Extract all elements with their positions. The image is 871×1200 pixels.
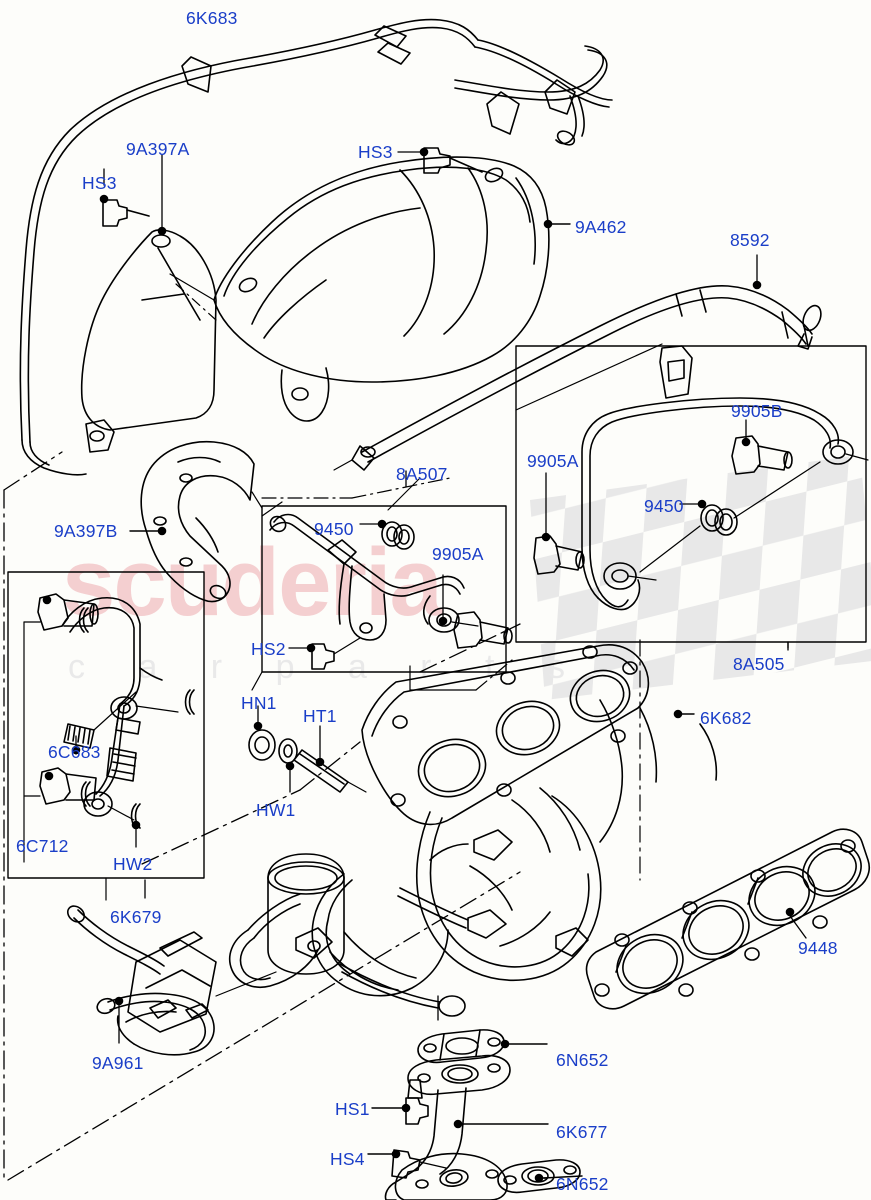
part-label-hw2: HW2 (113, 854, 153, 874)
part-label-6n652-top: 6N652 (556, 1050, 609, 1070)
part-label-ht1: HT1 (303, 706, 337, 726)
part-hw1-washer (278, 738, 298, 793)
part-label-6k683: 6K683 (186, 8, 238, 28)
part-9448-gasket (585, 828, 870, 1010)
part-label-9450-right: 9450 (644, 496, 684, 516)
part-label-9450-left: 9450 (314, 519, 354, 539)
part-6k683-pipe (19, 18, 613, 476)
part-label-hw1: HW1 (256, 800, 296, 820)
part-6k679-vacuum-hose (66, 879, 277, 1056)
part-label-8a505: 8A505 (733, 654, 785, 674)
part-9a397b-duct (129, 440, 255, 603)
part-6c712-oil-pipe (37, 593, 195, 848)
part-6k677-drain-pipe (367, 995, 583, 1200)
part-label-hs4: HS4 (330, 1149, 365, 1169)
part-label-hn1: HN1 (241, 693, 277, 713)
part-label-9a397b: 9A397B (54, 521, 118, 541)
part-label-hs3-manifold: HS3 (358, 142, 393, 162)
part-label-9a462: 9A462 (575, 217, 627, 237)
part-hn1-nut (248, 705, 276, 761)
inset-box-8a507 (251, 470, 513, 691)
part-label-9448: 9448 (798, 938, 838, 958)
inset-box-8a505 (515, 343, 867, 643)
part-label-6n652-bottom: 6N652 (556, 1174, 609, 1194)
part-label-6c712: 6C712 (16, 836, 69, 856)
inset-box-6c712 (7, 571, 205, 901)
part-label-9a961: 9A961 (92, 1053, 144, 1073)
part-label-8592: 8592 (730, 230, 770, 250)
part-8592-hose (333, 254, 822, 471)
part-label-9905a-left: 9905A (432, 544, 484, 564)
part-label-9905a-right: 9905A (527, 451, 579, 471)
part-label-hs2: HS2 (251, 639, 286, 659)
part-ht1-stud (293, 725, 367, 793)
part-6k682-turbocharger (228, 639, 718, 1017)
part-label-hs3-bracket: HS3 (82, 173, 117, 193)
part-8a505-pipe-assembly (533, 345, 869, 651)
part-label-6c683: 6C683 (48, 742, 101, 762)
part-label-hs1: HS1 (335, 1099, 370, 1119)
part-hs3-screw-left (99, 168, 150, 227)
part-8a507-pipe (269, 513, 513, 670)
part-label-6k682: 6K682 (700, 708, 752, 728)
part-label-9a397a: 9A397A (126, 139, 190, 159)
part-label-6k679: 6K679 (110, 907, 162, 927)
construction-lines (3, 451, 521, 1181)
part-9a462-heat-shield (169, 156, 571, 422)
part-label-8a507: 8A507 (396, 464, 448, 484)
part-label-6k677: 6K677 (556, 1122, 608, 1142)
part-9a397a-bracket (80, 154, 217, 431)
part-label-9905b: 9905B (731, 401, 783, 421)
